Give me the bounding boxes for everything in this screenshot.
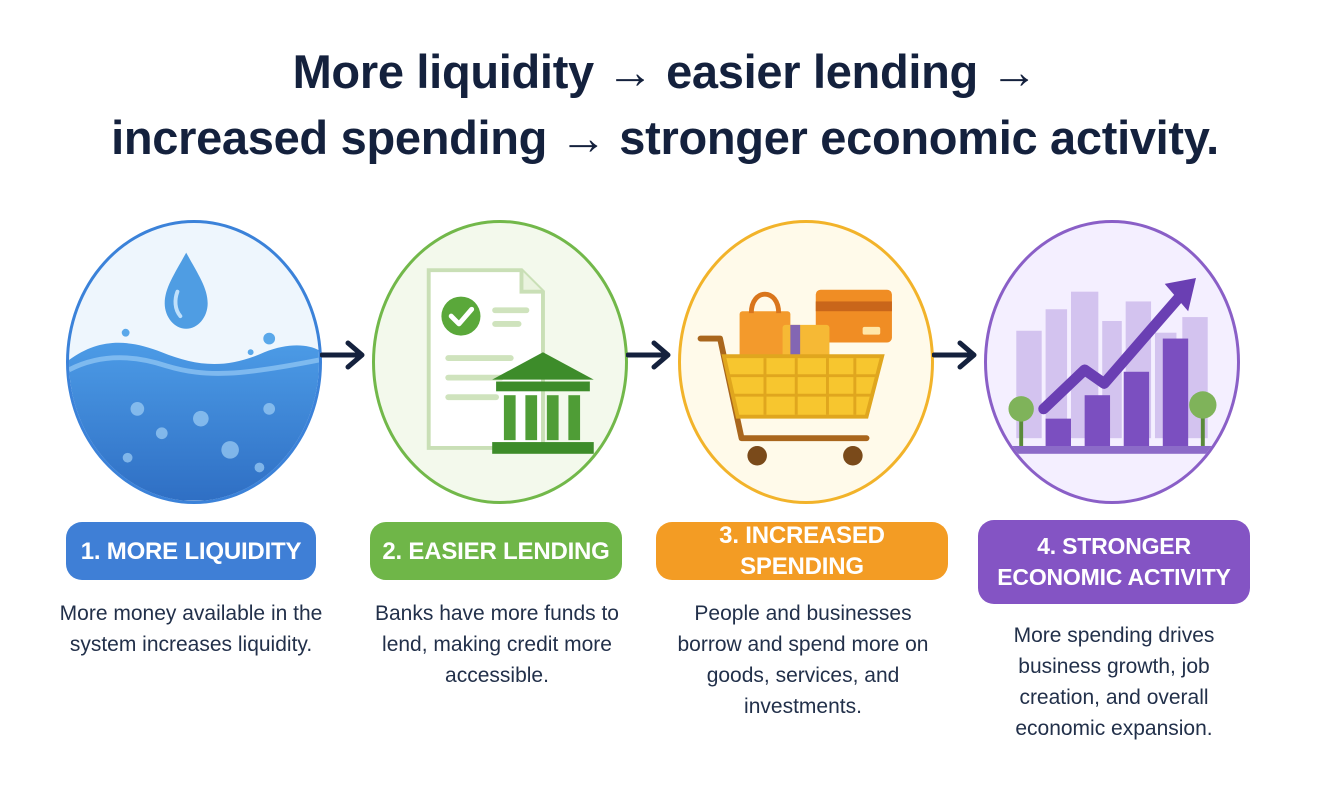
step-4-description: More spending drives business growth, jo… bbox=[1013, 624, 1215, 740]
shopping-cart-icon bbox=[697, 289, 892, 466]
step-2-label: 2. EASIER LENDING bbox=[370, 522, 622, 580]
step-3-label: 3. INCREASED SPENDING bbox=[656, 522, 948, 580]
title-line-1: More liquidity → easier lending → bbox=[292, 45, 1038, 98]
flow-arrow-3 bbox=[931, 338, 980, 372]
economic-activity-illustration bbox=[984, 220, 1240, 504]
arrow-right-icon bbox=[319, 340, 365, 370]
arrow-right-icon bbox=[931, 340, 977, 370]
arrow-right-icon bbox=[625, 340, 671, 370]
spending-illustration bbox=[678, 220, 934, 504]
water-drop-icon bbox=[69, 252, 319, 501]
step-4-label: 4. STRONGER ECONOMIC ACTIVITY bbox=[978, 520, 1250, 604]
liquidity-illustration bbox=[66, 220, 322, 504]
step-1-label: 1. MORE LIQUIDITY bbox=[66, 522, 316, 580]
step-3-description: People and businesses borrow and spend m… bbox=[677, 602, 929, 718]
growth-chart-icon bbox=[987, 278, 1237, 454]
step-2-description: Banks have more funds to lend, making cr… bbox=[375, 602, 619, 687]
bank-document-icon bbox=[426, 268, 594, 454]
title-line-2: increased spending → stronger economic a… bbox=[111, 111, 1219, 164]
flow-arrow-1 bbox=[319, 338, 368, 372]
step-1-description: More money available in the system incre… bbox=[59, 602, 323, 656]
flow-arrow-2 bbox=[625, 338, 674, 372]
lending-illustration bbox=[372, 220, 628, 504]
